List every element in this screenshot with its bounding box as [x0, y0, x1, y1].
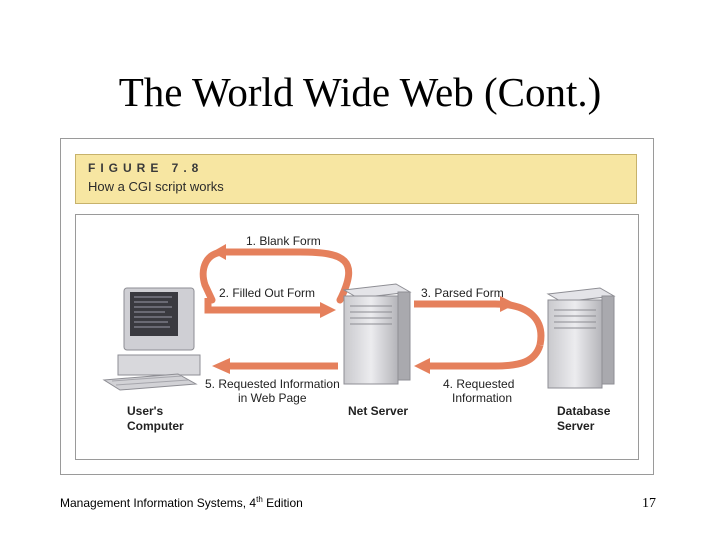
label-step4-line1: 4. Requested: [443, 377, 514, 391]
arrow-parsed-form: [414, 296, 545, 346]
label-step1: 1. Blank Form: [246, 234, 321, 248]
label-user-line1: User's: [127, 404, 164, 418]
slide-title: The World Wide Web (Cont.): [118, 69, 602, 115]
figure-label: FIGURE 7.8: [88, 161, 204, 175]
footer-sup: th: [256, 495, 263, 504]
footer-prefix: Management Information Systems, 4: [60, 496, 257, 510]
label-net-server: Net Server: [348, 404, 408, 418]
computer-icon: [102, 287, 201, 391]
arrow-filled-out-form: [204, 298, 336, 318]
label-step5-line2: in Web Page: [238, 391, 307, 405]
label-step3: 3. Parsed Form: [421, 286, 504, 300]
page-number: 17: [642, 496, 656, 511]
footer-suffix: Edition: [262, 496, 303, 510]
diagram-box: [75, 214, 639, 460]
figure-title: How a CGI script works: [88, 179, 224, 194]
label-step2: 2. Filled Out Form: [219, 286, 315, 300]
label-db-line2: Server: [557, 419, 595, 433]
figure-caption: FIGURE 7.8 How a CGI script works: [75, 154, 637, 204]
label-user-line2: Computer: [127, 419, 184, 433]
label-db-line1: Database: [557, 404, 611, 418]
database-server-icon: [546, 287, 616, 389]
label-step5-line1: 5. Requested Information: [205, 377, 340, 391]
net-server-icon: [342, 283, 412, 385]
arrow-blank-form: [199, 244, 353, 304]
arrow-requested-information: [414, 343, 544, 374]
slide-footer: Management Information Systems, 4th Edit…: [60, 495, 303, 510]
label-step4-line2: Information: [452, 391, 512, 405]
arrow-web-page: [212, 358, 338, 374]
